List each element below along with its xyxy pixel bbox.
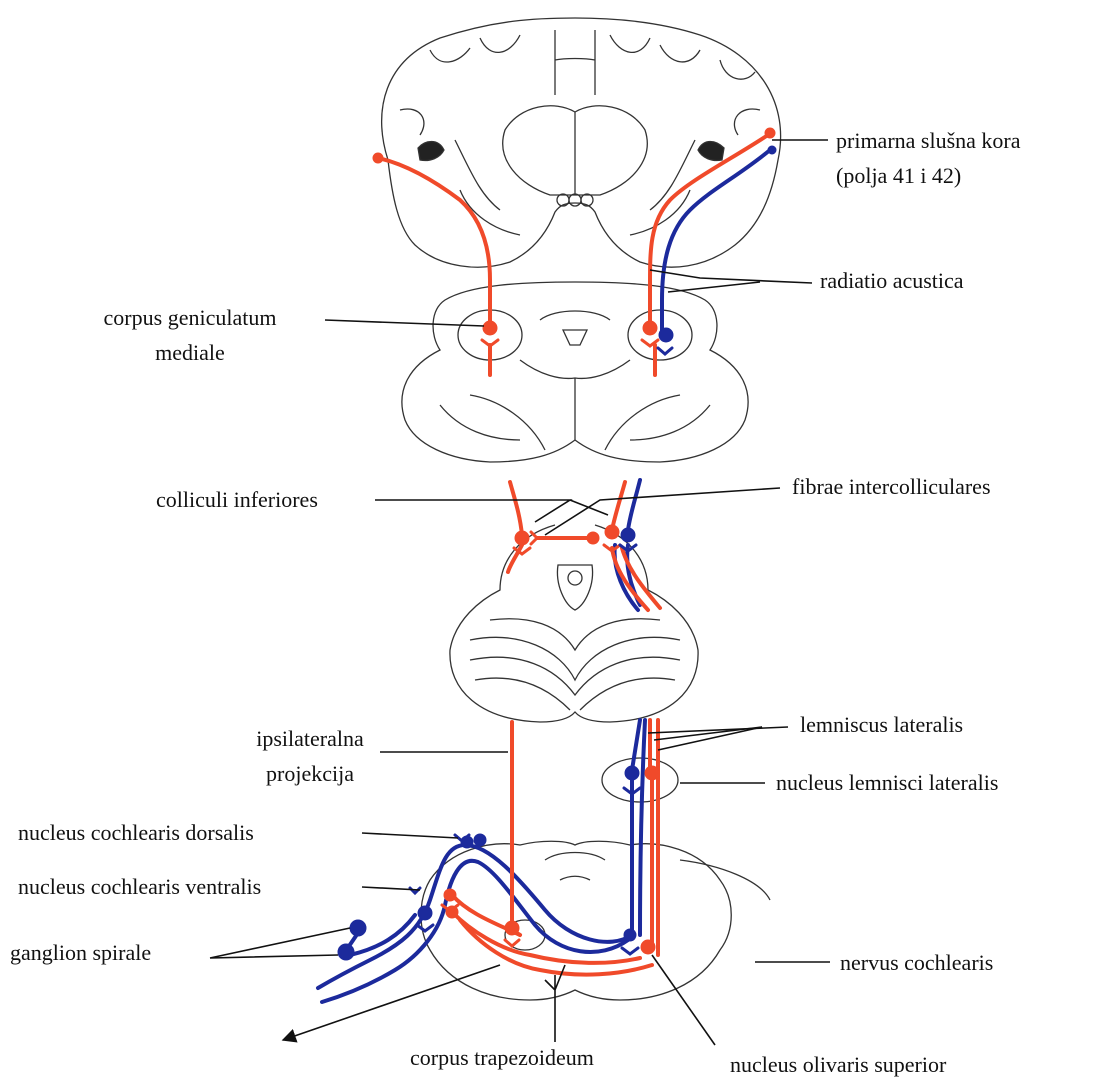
- label-primary-cortex-line2: (polja 41 i 42): [836, 163, 961, 189]
- lemnisci-red-neuron: [645, 766, 659, 780]
- label-radiatio-acustica: radiatio acustica: [820, 268, 964, 294]
- leader-cgm: [325, 320, 484, 326]
- label-nucleus-lemnisci-lateralis: nucleus lemnisci lateralis: [776, 770, 998, 796]
- red-pathway: [378, 135, 768, 975]
- cgm-blue-neuron: [659, 328, 673, 342]
- cerebrum-outline: [382, 18, 781, 267]
- leader-radiatio-1: [650, 270, 812, 283]
- cgm-right-neuron: [643, 321, 657, 335]
- olivaris-blue-neuron: [624, 929, 636, 941]
- ganglion-neuron-2: [338, 944, 354, 960]
- lemnisci-blue-neuron: [625, 766, 639, 780]
- leader-dorsalis: [362, 833, 458, 838]
- colliculus-left-neuron: [515, 531, 529, 545]
- label-ipsilateralna-line1: ipsilateralna: [240, 726, 380, 752]
- label-nucleus-cochlearis-ventralis: nucleus cochlearis ventralis: [18, 874, 261, 900]
- leader-fibrae: [545, 488, 780, 535]
- pons-outline: [450, 525, 698, 722]
- olivaris-red-neuron: [641, 940, 655, 954]
- cortex-left-red-neuron: [373, 153, 383, 163]
- leader-lines: [210, 140, 830, 1045]
- label-nucleus-olivaris-superior: nucleus olivaris superior: [730, 1052, 946, 1078]
- label-ipsilateralna-line2: projekcija: [240, 761, 380, 787]
- colliculus-mid-neuron: [587, 532, 599, 544]
- leader-ganglion: [210, 928, 350, 958]
- leader-trapezoid: [545, 965, 565, 1042]
- ganglion-neuron-1: [350, 920, 366, 936]
- label-nucleus-cochlearis-dorsalis: nucleus cochlearis dorsalis: [18, 820, 254, 846]
- dorsalis-neuron-2: [474, 834, 486, 846]
- label-corpus-trapezoideum: corpus trapezoideum: [410, 1045, 594, 1071]
- label-cgm-line2: mediale: [60, 340, 320, 366]
- label-primary-cortex-line1: primarna slušna kora: [836, 128, 1021, 154]
- colliculus-right-neuron: [605, 525, 619, 539]
- cgm-left-neuron: [483, 321, 497, 335]
- label-fibrae-intercolliculares: fibrae intercolliculares: [792, 474, 991, 500]
- ventralis-blue-neuron: [418, 906, 432, 920]
- label-colliculi-inferiores: colliculi inferiores: [156, 487, 318, 513]
- trapezoid-red-neuron: [505, 921, 519, 935]
- label-nervus-cochlearis: nervus cochlearis: [840, 950, 993, 976]
- ventralis-red-neuron-1: [444, 889, 456, 901]
- leader-corpus-arrow: [283, 965, 500, 1040]
- leader-radiatio-2: [668, 282, 760, 292]
- label-lemniscus-lateralis: lemniscus lateralis: [800, 712, 963, 738]
- blue-neurons: [338, 146, 776, 960]
- label-cgm-line1: corpus geniculatum: [60, 305, 320, 331]
- leader-colliculi: [375, 500, 570, 522]
- cortex-right-red-neuron: [765, 128, 775, 138]
- label-ganglion-spirale: ganglion spirale: [10, 940, 151, 966]
- colliculus-blue-neuron: [621, 528, 635, 542]
- red-neurons: [373, 128, 775, 954]
- cortex-blue-end: [768, 146, 776, 154]
